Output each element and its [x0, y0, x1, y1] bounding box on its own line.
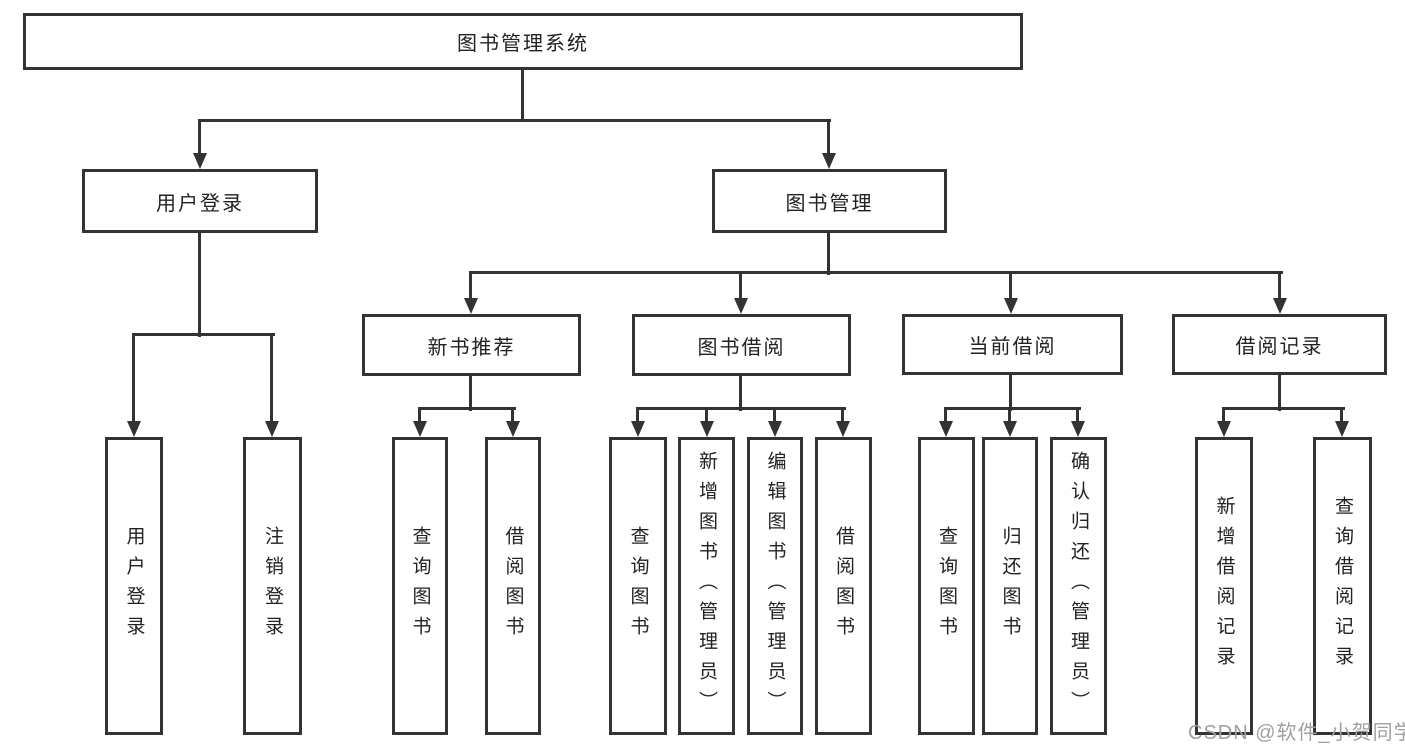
arrowhead [193, 153, 207, 169]
arrowhead [1217, 421, 1231, 437]
connector-line [705, 408, 708, 423]
leaf-user-login: 用户登录 [105, 437, 163, 735]
arrowhead [413, 421, 427, 437]
arrowhead [1071, 421, 1085, 437]
connector-line [418, 408, 421, 423]
leaf-label: 注销登录 [262, 526, 283, 646]
leaf-nb-borrow-books: 借阅图书 [485, 437, 541, 735]
arrowhead [822, 153, 836, 169]
leaf-label: 查询图书 [409, 526, 431, 646]
connector-line [198, 231, 201, 337]
arrowhead [836, 421, 850, 437]
leaf-label: 查询图书 [627, 526, 649, 646]
connector-line [827, 231, 830, 275]
leaf-bb-borrow-books: 借阅图书 [815, 437, 872, 735]
leaf-label: 编辑图书（管理员） [764, 451, 786, 721]
connector-line [511, 408, 514, 423]
connector-line [944, 408, 947, 423]
arrowhead [1003, 421, 1017, 437]
leaf-br-query-record: 查询借阅记录 [1313, 437, 1372, 735]
connector-line [198, 119, 831, 122]
leaf-cb-query-books: 查询图书 [918, 437, 975, 735]
connector-line [1278, 374, 1281, 411]
arrowhead [506, 421, 520, 437]
connector-line [521, 68, 524, 122]
connector-line [418, 407, 516, 410]
leaf-label: 借阅图书 [833, 526, 854, 646]
connector-line [132, 334, 135, 423]
leaf-label: 归还图书 [999, 526, 1021, 646]
connector-line [469, 374, 472, 411]
connector-line [636, 408, 639, 423]
arrowhead [734, 298, 748, 314]
arrowhead [700, 421, 714, 437]
arrowhead [1273, 298, 1287, 314]
arrowhead [265, 421, 279, 437]
connector-line [739, 272, 742, 300]
connector-line [841, 408, 844, 423]
connector-line [1222, 408, 1225, 423]
node-new-book-recommend: 新书推荐 [362, 314, 581, 376]
leaf-label: 借阅图书 [502, 526, 524, 646]
connector-line [1009, 374, 1012, 411]
leaf-label: 查询图书 [936, 526, 957, 646]
node-book-borrow: 图书借阅 [632, 314, 851, 376]
leaf-label: 新增借阅记录 [1213, 496, 1235, 676]
node-user-login: 用户登录 [82, 169, 318, 233]
node-borrow-records: 借阅记录 [1172, 314, 1387, 375]
connector-line [1009, 272, 1012, 300]
node-book-management: 图书管理 [712, 169, 947, 233]
leaf-label: 新增图书（管理员） [696, 451, 717, 721]
connector-line [636, 407, 846, 410]
leaf-logout: 注销登录 [243, 437, 302, 735]
leaf-label: 确认归还（管理员） [1068, 451, 1089, 721]
connector-line [469, 271, 1283, 274]
arrowhead [631, 421, 645, 437]
arrowhead [939, 421, 953, 437]
connector-line [469, 272, 472, 300]
arrowhead [1004, 298, 1018, 314]
arrowhead [768, 421, 782, 437]
connector-line [1222, 407, 1345, 410]
connector-line [198, 120, 201, 154]
connector-line [132, 333, 275, 336]
leaf-bb-edit-books-admin: 编辑图书（管理员） [747, 437, 803, 735]
connector-line [1076, 408, 1079, 423]
node-root: 图书管理系统 [23, 13, 1023, 70]
connector-line [270, 334, 273, 423]
leaf-nb-query-books: 查询图书 [392, 437, 448, 735]
leaf-label: 查询借阅记录 [1332, 496, 1353, 676]
connector-line [1008, 408, 1011, 423]
leaf-bb-add-books-admin: 新增图书（管理员） [678, 437, 735, 735]
watermark-text: CSDN @软件_小贺同学 [1188, 722, 1405, 744]
connector-line [773, 408, 776, 423]
arrowhead [464, 298, 478, 314]
leaf-label: 用户登录 [123, 526, 145, 646]
connector-line [827, 120, 830, 154]
connector-line [1278, 272, 1281, 300]
node-current-borrow: 当前借阅 [902, 314, 1123, 375]
arrowhead [127, 421, 141, 437]
leaf-cb-return-books: 归还图书 [982, 437, 1038, 735]
leaf-br-add-record: 新增借阅记录 [1195, 437, 1253, 735]
leaf-cb-confirm-return-admin: 确认归还（管理员） [1050, 437, 1107, 735]
arrowhead [1335, 421, 1349, 437]
connector-line [739, 374, 742, 411]
connector-line [944, 407, 1081, 410]
connector-line [1340, 408, 1343, 423]
leaf-bb-query-books: 查询图书 [609, 437, 667, 735]
